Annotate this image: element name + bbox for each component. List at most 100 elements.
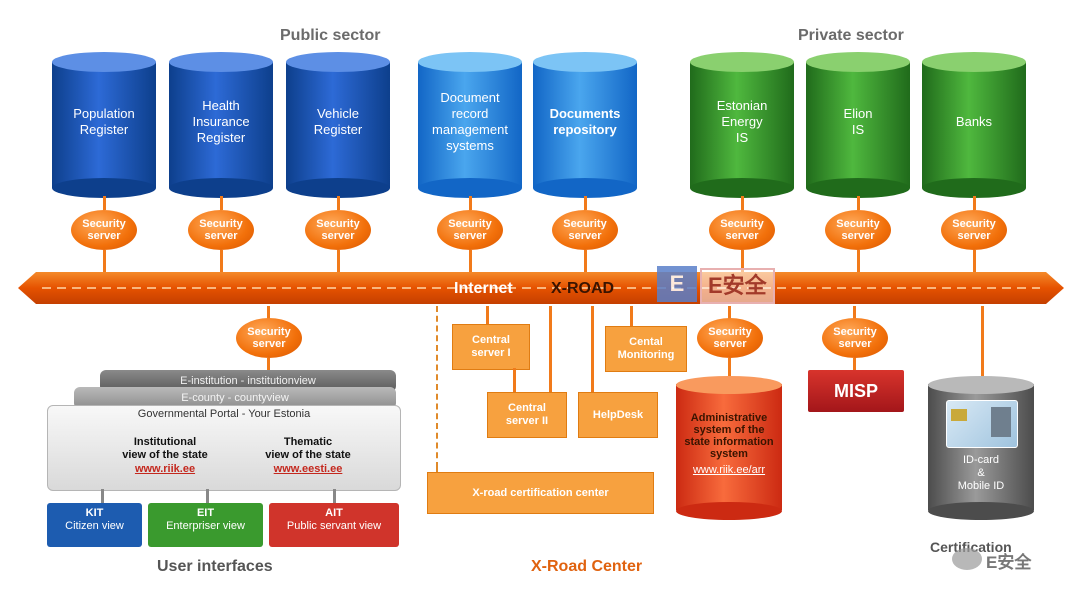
internet-label: Internet <box>454 280 513 297</box>
view-code: EIT <box>196 507 215 519</box>
link-line <box>206 489 209 503</box>
security-server: Security server <box>825 210 891 250</box>
admin-system-cylinder: Administrative system of the state infor… <box>676 376 782 520</box>
e-institution-label: E-institution - institutionview <box>180 375 316 387</box>
link-line <box>333 489 336 503</box>
security-server-label: Security server <box>563 218 607 242</box>
thematic-view-link[interactable]: www.eesti.ee <box>273 463 343 475</box>
database-cylinder: Vehicle Register <box>286 52 390 198</box>
security-server: Security server <box>552 210 618 250</box>
security-server-label: Security server <box>952 218 996 242</box>
link-line <box>267 358 270 374</box>
link-line <box>973 250 976 272</box>
user-interfaces-title: User interfaces <box>157 558 273 575</box>
admin-system-link[interactable]: www.riik.ee/arr <box>692 464 766 476</box>
database-label: Documents repository <box>549 106 621 137</box>
security-server-label: Security server <box>708 326 752 350</box>
link-line <box>337 196 340 210</box>
security-server-label: Security server <box>833 326 877 350</box>
link-line <box>741 196 744 210</box>
public-sector-title: Public sector <box>280 27 381 44</box>
chip-icon <box>951 409 967 421</box>
link-line <box>101 489 104 503</box>
link-line <box>267 306 270 320</box>
database-cylinder: Document record management systems <box>418 52 522 198</box>
view-label: Citizen view <box>65 520 124 532</box>
security-server-ui: Security server <box>236 318 302 358</box>
helpdesk-box: HelpDesk <box>578 392 658 438</box>
database-cylinder: Banks <box>922 52 1026 198</box>
link-line <box>981 306 984 378</box>
e-county-label: E-county - countyview <box>181 392 289 404</box>
certification-center-box: X-road certification center <box>427 472 654 514</box>
wechat-watermark-text: E安全 <box>986 553 1032 572</box>
link-line <box>469 250 472 272</box>
x-road-bar <box>18 272 1064 304</box>
institutional-view-link[interactable]: www.riik.ee <box>134 463 196 475</box>
id-card-image <box>946 400 1018 448</box>
x-road-center-title: X-Road Center <box>531 558 643 575</box>
view-label: Enterpriser view <box>166 520 245 532</box>
link-line <box>857 196 860 210</box>
link-line <box>513 368 516 392</box>
gov-portal-label: Governmental Portal - Your Estonia <box>137 408 311 420</box>
database-label: Estonian Energy IS <box>716 98 768 145</box>
security-server-label: Security server <box>247 326 291 350</box>
link-line <box>103 250 106 272</box>
link-line <box>584 196 587 210</box>
central-monitoring-box: Cental Monitoring <box>605 326 687 372</box>
view-label: Public servant view <box>286 520 382 532</box>
portrait-icon <box>991 407 1011 437</box>
link-line <box>486 306 489 326</box>
e-institution-panel: E-institution - institutionview <box>100 370 396 392</box>
private-sector-title: Private sector <box>798 27 904 44</box>
security-server-label: Security server <box>836 218 880 242</box>
wechat-icon <box>952 548 982 570</box>
watermark-text: E安全 <box>700 268 775 304</box>
link-line <box>337 250 340 272</box>
link-line <box>549 306 552 392</box>
link-line <box>973 196 976 210</box>
link-line <box>728 358 731 378</box>
security-server: Security server <box>437 210 503 250</box>
database-label: Document record management systems <box>432 90 508 153</box>
e-county-panel: E-county - countyview <box>74 387 396 409</box>
dashed-line <box>436 306 438 468</box>
database-cylinder: Estonian Energy IS <box>690 52 794 198</box>
security-server: Security server <box>188 210 254 250</box>
link-line <box>853 358 856 370</box>
watermark-logo: E <box>657 266 697 302</box>
security-server-label: Security server <box>720 218 764 242</box>
id-card-cylinder: ID-card & Mobile ID <box>928 376 1034 520</box>
link-line <box>853 306 856 320</box>
link-line <box>220 196 223 210</box>
link-line <box>469 196 472 210</box>
link-line <box>103 196 106 210</box>
link-line <box>591 306 594 392</box>
security-server: Security server <box>71 210 137 250</box>
security-server: Security server <box>941 210 1007 250</box>
id-card-label: ID-card & Mobile ID <box>957 454 1005 492</box>
database-label: Vehicle Register <box>313 106 363 137</box>
link-line <box>728 306 731 320</box>
security-server-label: Security server <box>448 218 492 242</box>
security-server: Security server <box>709 210 775 250</box>
certification-caption: Certification <box>930 539 1012 555</box>
x-road-label: X-ROAD <box>551 280 615 297</box>
link-line <box>857 250 860 272</box>
database-cylinder: Elion IS <box>806 52 910 198</box>
view-code: KIT <box>85 507 104 519</box>
security-server-misp: Security server <box>822 318 888 358</box>
security-server-label: Security server <box>82 218 126 242</box>
link-line <box>630 306 633 328</box>
governmental-portal-panel: Governmental Portal - Your Estonia Insti… <box>47 405 401 491</box>
view-code: AIT <box>325 507 343 519</box>
link-line <box>220 250 223 272</box>
misp-box: MISP <box>808 370 904 412</box>
security-server-label: Security server <box>199 218 243 242</box>
security-server-label: Security server <box>316 218 360 242</box>
security-server-admin: Security server <box>697 318 763 358</box>
institutional-view-label: Institutional view of the state <box>122 436 208 461</box>
